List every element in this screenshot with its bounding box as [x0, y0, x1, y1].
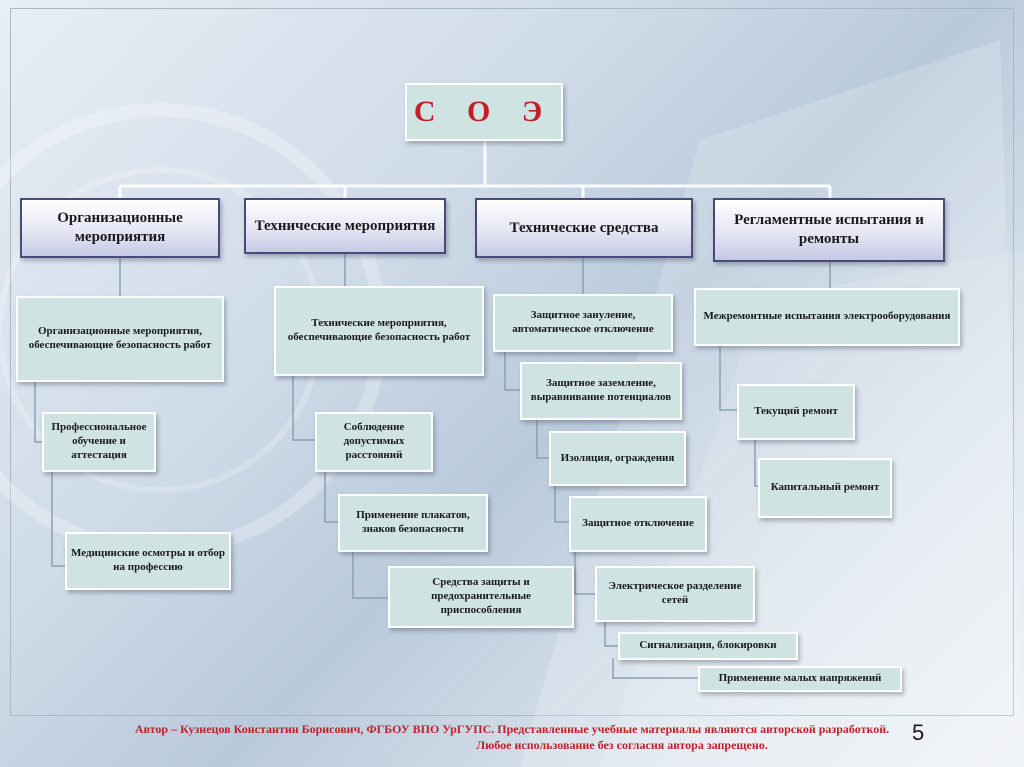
category-technical-means: Технические средства [475, 198, 693, 258]
org-item-safety-measures: Организационные мероприятия, обеспечиваю… [16, 296, 224, 382]
footer-copyright: Любое использование без согласия автора … [476, 738, 768, 752]
means-item-network-separation: Электрическое разделение сетей [595, 566, 755, 622]
means-item-low-voltage: Применение малых напряжений [698, 666, 902, 692]
repair-item-capital: Капитальный ремонт [758, 458, 892, 518]
repair-item-interrepair-tests: Межремонтные испытания электрооборудован… [694, 288, 960, 346]
means-item-signaling: Сигнализация, блокировки [618, 632, 798, 660]
category-organizational: Организационные мероприятия [20, 198, 220, 258]
means-item-insulation: Изоляция, ограждения [549, 431, 686, 486]
tech-item-distances: Соблюдение допустимых расстояний [315, 412, 433, 472]
org-item-training: Профессиональное обучение и аттестация [42, 412, 156, 472]
footer-author: Автор – Кузнецов Константин Борисович, Ф… [134, 722, 890, 736]
repair-item-current: Текущий ремонт [737, 384, 855, 440]
means-item-grounding: Защитное заземление, выравнивание потенц… [520, 362, 682, 420]
tech-item-safety-measures: Технические мероприятия, обеспечивающие … [274, 286, 484, 376]
page-number: 5 [912, 720, 925, 745]
tech-item-signs: Применение плакатов, знаков безопасности [338, 494, 488, 552]
org-item-medical: Медицинские осмотры и отбор на профессию [65, 532, 231, 590]
means-item-neutralization: Защитное зануление, автоматическое отклю… [493, 294, 673, 352]
category-scheduled-tests: Регламентные испытания и ремонты [713, 198, 945, 262]
slide-frame [10, 8, 1014, 716]
root-node: С О Э [405, 83, 563, 141]
means-item-protective-shutdown: Защитное отключение [569, 496, 707, 552]
category-technical-measures: Технические мероприятия [244, 198, 446, 254]
tech-item-protective-equipment: Средства защиты и предохранительные прис… [388, 566, 574, 628]
